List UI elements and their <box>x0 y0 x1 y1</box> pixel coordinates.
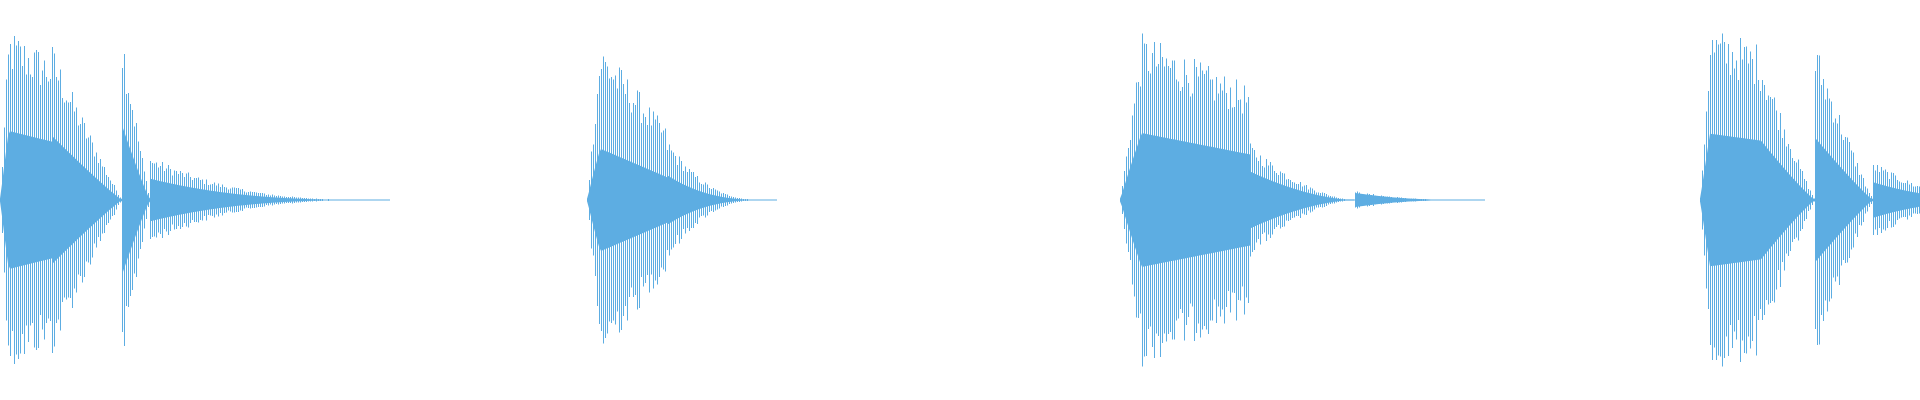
waveform-clip-1 <box>0 36 390 364</box>
waveform-clip-4 <box>1700 33 1920 367</box>
waveform-clip-2 <box>587 56 777 344</box>
waveform-clip-3 <box>1120 33 1485 367</box>
waveform-clips <box>0 33 1920 367</box>
